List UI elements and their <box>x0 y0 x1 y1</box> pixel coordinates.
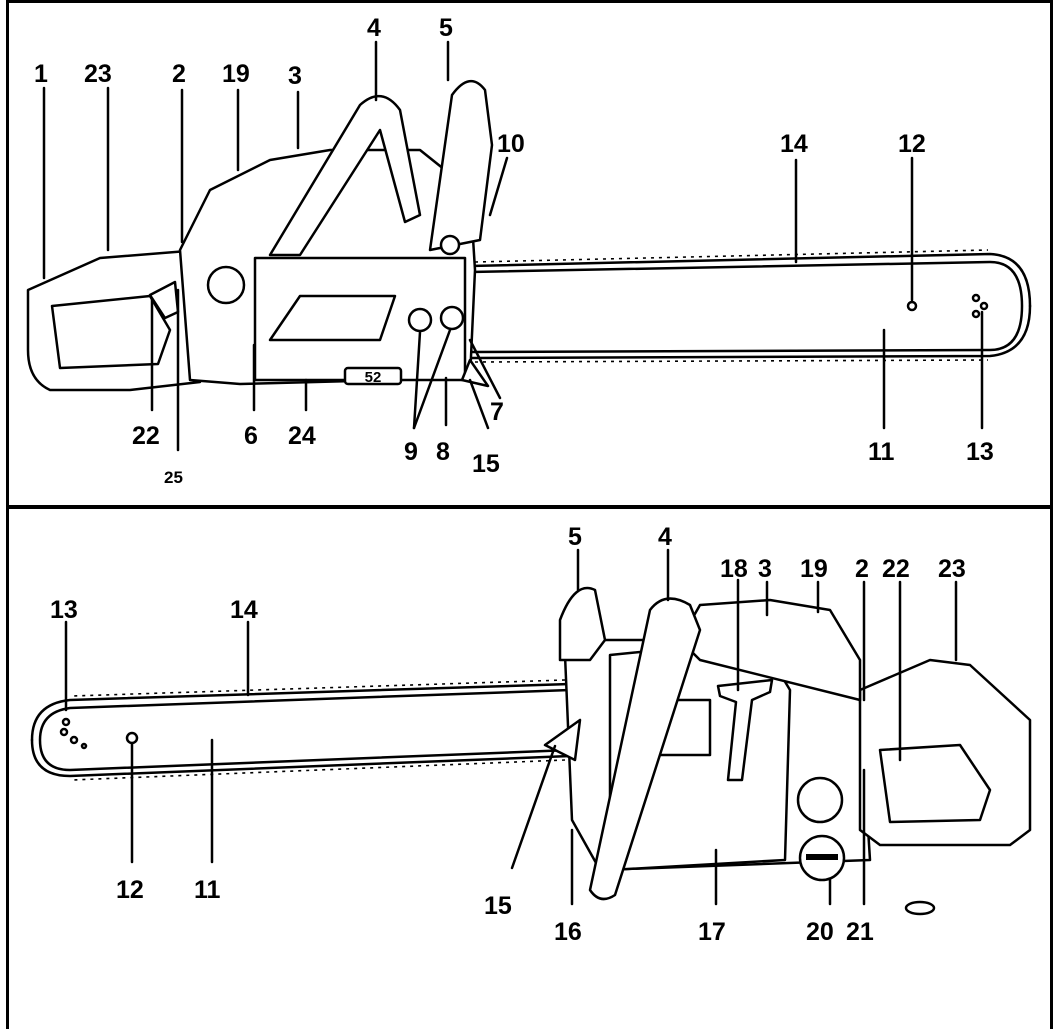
bottom-callout-3: 3 <box>758 555 772 583</box>
bottom-callout-11: 11 <box>194 876 221 904</box>
bottom-callout-22: 22 <box>882 555 910 583</box>
top-callout-11: 11 <box>868 438 895 466</box>
top-callout-10: 10 <box>497 130 525 158</box>
top-callout-25: 25 <box>164 468 183 487</box>
top-callout-24: 24 <box>288 422 316 450</box>
top-displacement-badge <box>343 366 403 386</box>
bottom-guide-bar <box>38 688 572 772</box>
top-callout-23: 23 <box>84 60 112 88</box>
bottom-leader-lines <box>64 548 958 906</box>
bottom-callout-18: 18 <box>720 555 748 583</box>
top-chainsaw-illustration: 52 <box>26 80 1032 392</box>
bottom-callout-14: 14 <box>230 596 258 624</box>
bottom-callout-4: 4 <box>658 523 672 551</box>
top-callout-15: 15 <box>472 450 500 478</box>
top-saw-chain-lower <box>468 304 1032 360</box>
displacement-marking: 52 <box>365 369 382 386</box>
bottom-chainsaw-illustration <box>30 586 1032 916</box>
bottom-callout-15: 15 <box>484 892 512 920</box>
top-callout-4: 4 <box>367 14 381 42</box>
bottom-saw-chain-upper <box>30 682 572 742</box>
bottom-callout-20: 20 <box>806 918 834 946</box>
bottom-callouts: 5 4 18 3 19 2 22 23 13 14 12 11 15 16 17… <box>50 523 966 946</box>
bottom-callout-12: 12 <box>116 876 144 904</box>
top-chain-brake-guard <box>428 80 494 252</box>
bottom-front-handle <box>588 597 702 901</box>
bottom-callout-2: 2 <box>855 555 869 583</box>
bottom-callout-19: 19 <box>800 555 828 583</box>
bottom-chain-brake-guard <box>558 586 607 662</box>
bottom-callout-17: 17 <box>698 918 726 946</box>
top-callout-12: 12 <box>898 130 926 158</box>
bottom-callout-5: 5 <box>568 523 582 551</box>
top-callout-3: 3 <box>288 62 302 90</box>
top-callout-7: 7 <box>490 398 504 426</box>
figure-frame <box>6 0 1053 1029</box>
top-callout-13: 13 <box>966 438 994 466</box>
top-callout-22: 22 <box>132 422 160 450</box>
bottom-saw-chain-lower <box>30 738 572 778</box>
top-callout-2: 2 <box>172 60 186 88</box>
top-leader-lines <box>42 40 984 452</box>
top-callout-6: 6 <box>244 422 258 450</box>
top-front-handle <box>268 95 422 257</box>
panel-divider <box>6 505 1053 509</box>
top-guide-bar <box>468 260 1024 354</box>
top-callout-1: 1 <box>34 60 48 88</box>
top-callout-5: 5 <box>439 14 453 42</box>
bottom-callout-16: 16 <box>554 918 582 946</box>
bottom-callout-23: 23 <box>938 555 966 583</box>
bottom-callout-13: 13 <box>50 596 78 624</box>
top-callout-9: 9 <box>404 438 418 466</box>
bottom-top-cover <box>678 598 862 702</box>
top-callout-19: 19 <box>222 60 250 88</box>
bottom-starter-grip <box>716 678 774 782</box>
bottom-callout-21: 21 <box>846 918 874 946</box>
top-saw-chain-upper <box>468 252 1032 308</box>
top-callout-8: 8 <box>436 438 450 466</box>
top-callout-14: 14 <box>780 130 808 158</box>
top-callouts: 1 23 2 19 3 4 5 10 14 12 22 25 6 24 9 8 … <box>34 14 994 487</box>
